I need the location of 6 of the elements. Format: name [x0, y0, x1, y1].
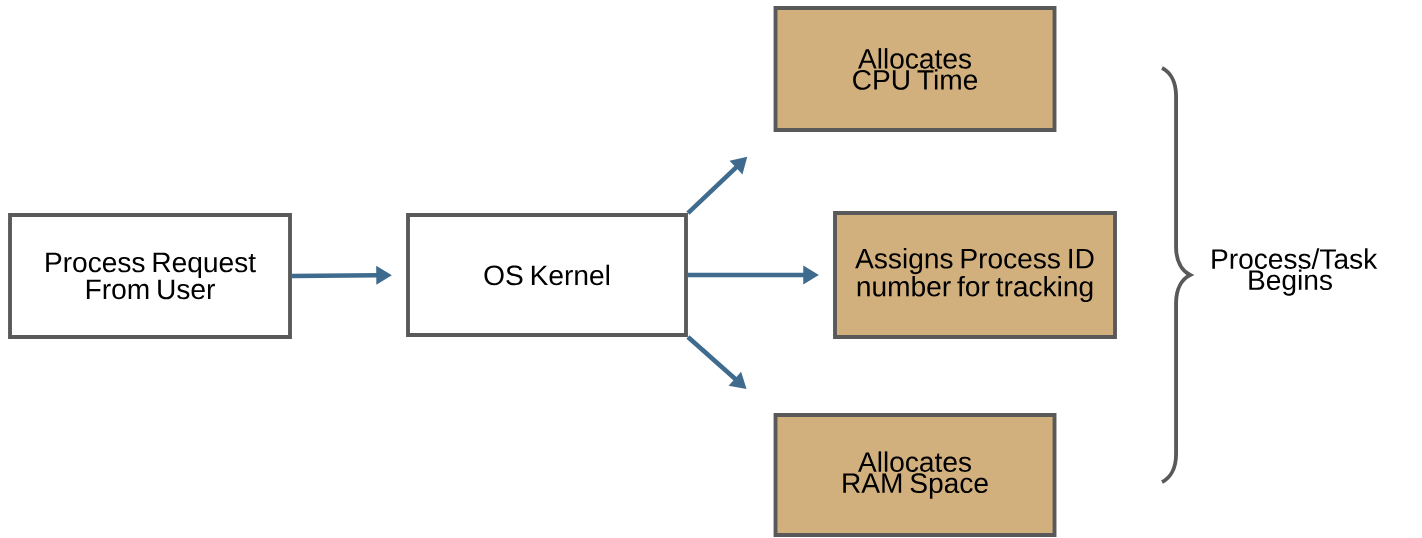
process-box: Allocates RAM Space — [773, 413, 1057, 537]
process-box: Allocates CPU Time — [773, 6, 1057, 132]
process-box: OS Kernel — [406, 213, 688, 337]
process-box: Process Request From User — [8, 213, 292, 339]
process-box: Assigns Process ID number for tracking — [833, 211, 1117, 339]
side-label: Process/Task Begins — [1212, 248, 1378, 296]
